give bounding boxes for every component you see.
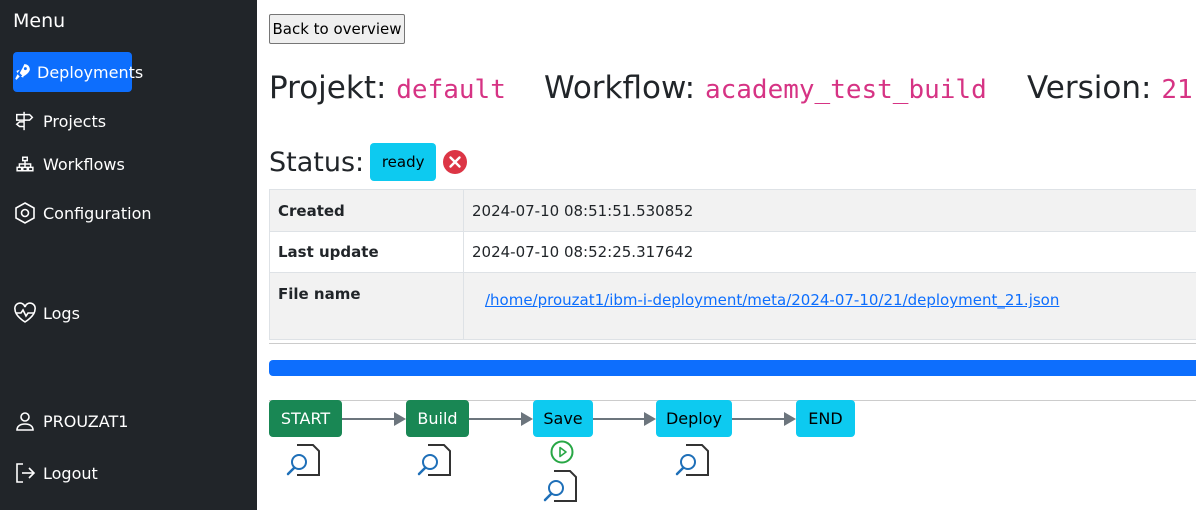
heart-pulse-icon: [13, 301, 37, 325]
main-content: Back to overview Projekt: default Workfl…: [257, 0, 1196, 510]
signpost-icon: [13, 109, 37, 133]
divider: [269, 400, 1196, 401]
file-name-key: File name: [269, 272, 464, 340]
last-update-value: 2024-07-10 08:52:25.317642: [463, 231, 1196, 273]
workflow-label: Workflow:: [544, 70, 696, 106]
arrow: [469, 418, 521, 420]
workflow-step-deploy[interactable]: Deploy: [656, 400, 732, 437]
workflow-value: academy_test_build: [704, 75, 987, 105]
details-table: Created 2024-07-10 08:51:51.530852 Last …: [269, 189, 1196, 340]
sidebar-item-label: Configuration: [43, 203, 152, 223]
created-key: Created: [269, 189, 464, 232]
workflow-step-start[interactable]: START: [269, 400, 342, 437]
file-name-link[interactable]: /home/prouzat1/ibm-i-deployment/meta/202…: [485, 291, 1060, 309]
file-search-icon[interactable]: [416, 441, 452, 477]
sidebar-item-label: Deployments: [37, 62, 144, 82]
table-row: Last update 2024-07-10 08:52:25.317642: [269, 231, 1196, 273]
file-search-icon[interactable]: [285, 441, 321, 477]
arrow: [342, 418, 394, 420]
project-label: Projekt:: [269, 70, 387, 106]
version-label: Version:: [1027, 70, 1152, 106]
menu-title: Menu: [13, 10, 66, 32]
workflow-step-save[interactable]: Save: [533, 400, 593, 437]
file-search-icon[interactable]: [674, 441, 710, 477]
person-icon: [13, 409, 37, 433]
sidebar-item-label: PROUZAT1: [43, 411, 129, 431]
arrow: [593, 418, 644, 420]
last-update-key: Last update: [269, 231, 464, 273]
status-label: Status:: [269, 146, 365, 178]
arrow: [732, 418, 784, 420]
workflow-heading: Workflow: academy_test_build: [544, 70, 987, 106]
file-name-cell: /home/prouzat1/ibm-i-deployment/meta/202…: [463, 272, 1196, 340]
sidebar-item-logout[interactable]: Logout: [13, 453, 98, 493]
sidebar-item-label: Projects: [43, 111, 107, 131]
sidebar-item-label: Logout: [43, 463, 98, 483]
sidebar-item-logs[interactable]: Logs: [13, 293, 80, 333]
sidebar-item-workflows[interactable]: Workflows: [13, 144, 125, 184]
sidebar: Menu Deployments Projects Workflows Conf…: [0, 0, 257, 510]
project-heading: Projekt: default: [269, 70, 506, 106]
diagram-icon: [13, 152, 37, 176]
sidebar-item-projects[interactable]: Projects: [13, 101, 106, 141]
workflow-step-build[interactable]: Build: [406, 400, 469, 437]
arrow-head: [394, 412, 406, 426]
sidebar-item-label: Logs: [43, 303, 80, 323]
version-heading: Version: 21: [1027, 70, 1193, 106]
file-search-icon[interactable]: [542, 467, 578, 503]
version-value: 21: [1161, 75, 1193, 105]
progress-bar: [269, 360, 1196, 376]
back-to-overview-button[interactable]: Back to overview: [269, 14, 405, 44]
sidebar-item-user[interactable]: PROUZAT1: [13, 401, 128, 441]
rocket-icon: [13, 60, 31, 84]
divider: [269, 343, 1196, 344]
play-circle-icon[interactable]: [550, 440, 574, 464]
table-row: File name /home/prouzat1/ibm-i-deploymen…: [269, 272, 1196, 340]
arrow-head: [644, 412, 656, 426]
arrow-head: [521, 412, 533, 426]
cancel-icon[interactable]: [443, 150, 468, 174]
workflow-step-end[interactable]: END: [796, 400, 855, 437]
created-value: 2024-07-10 08:51:51.530852: [463, 189, 1196, 232]
sidebar-item-label: Workflows: [43, 154, 125, 174]
status-row: Status: ready: [269, 143, 468, 181]
hexagon-icon: [13, 201, 37, 225]
sidebar-item-deployments[interactable]: Deployments: [13, 52, 143, 92]
sidebar-item-configuration[interactable]: Configuration: [13, 193, 152, 233]
project-value: default: [396, 75, 506, 105]
status-badge: ready: [370, 143, 437, 181]
arrow-head: [784, 412, 796, 426]
table-row: Created 2024-07-10 08:51:51.530852: [269, 189, 1196, 232]
logout-icon: [13, 461, 37, 485]
